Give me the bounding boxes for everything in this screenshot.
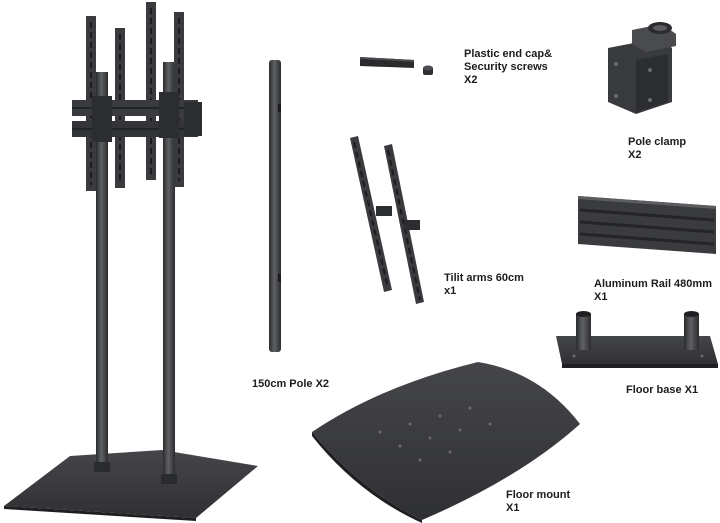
pole-clamp-label-line2: X2 — [628, 149, 642, 161]
tilt-arms-label: Tilit arms 60cm x1 — [444, 272, 524, 298]
end-cap-image — [360, 57, 433, 75]
aluminum-rail-label-line2: X1 — [594, 291, 608, 303]
floor-mount-label-line2: X1 — [506, 502, 520, 514]
floor-mount-image — [312, 362, 580, 523]
pole-label: 150cm Pole X2 — [252, 378, 329, 391]
tilt-arms-label-line1: Tilit arms 60cm — [444, 272, 524, 284]
end-cap-label-line3: X2 — [464, 74, 478, 86]
pole-label-line1: 150cm Pole X2 — [252, 378, 330, 390]
pole-clamp-label-line1: Pole clamp — [628, 136, 687, 148]
tilt-arms-image — [350, 136, 424, 304]
floor-mount-label: Floor mount X1 — [506, 489, 570, 515]
tilt-arms-label-line2: x1 — [444, 285, 457, 297]
end-cap-label-line2: Security screws — [464, 61, 548, 73]
pole-image — [269, 60, 281, 352]
floor-base-image — [556, 311, 718, 368]
assembled-stand-image — [4, 2, 258, 521]
floor-base-label: Floor base X1 — [626, 384, 698, 397]
end-cap-label-line1: Plastic end cap& — [464, 48, 553, 60]
floor-mount-label-line1: Floor mount — [506, 489, 571, 501]
pole-clamp-label: Pole clamp X2 — [628, 136, 686, 162]
aluminum-rail-image — [578, 196, 716, 254]
end-cap-label: Plastic end cap& Security screws X2 — [464, 48, 552, 87]
aluminum-rail-label: Aluminum Rail 480mm X1 — [594, 278, 712, 304]
pole-clamp-image — [608, 22, 676, 114]
aluminum-rail-label-line1: Aluminum Rail 480mm — [594, 278, 712, 290]
floor-base-label-line1: Floor base X1 — [626, 384, 699, 396]
